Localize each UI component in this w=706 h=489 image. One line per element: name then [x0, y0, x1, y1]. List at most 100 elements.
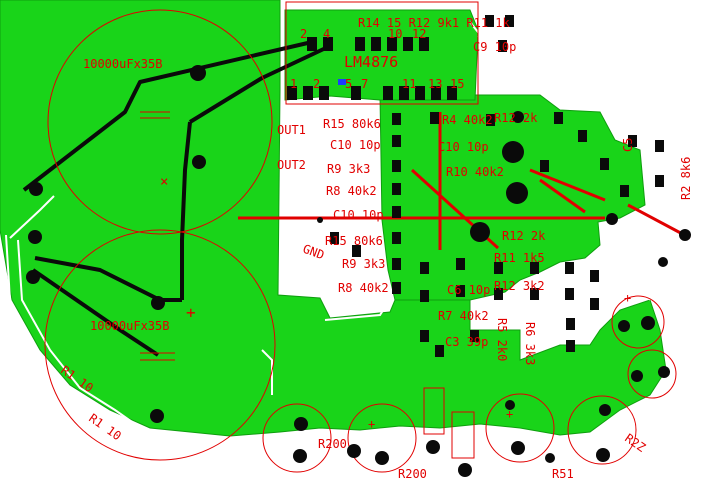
ic-pin[interactable] — [419, 37, 429, 51]
ic-pin[interactable] — [323, 37, 333, 51]
smd-pad[interactable] — [505, 15, 514, 27]
ic-pin[interactable] — [399, 86, 409, 100]
pad[interactable] — [511, 441, 525, 455]
smd-pad[interactable] — [530, 288, 539, 300]
smd-pad[interactable] — [566, 340, 575, 352]
smd-pad[interactable] — [420, 262, 429, 274]
r10-label: R10 40k2 — [446, 165, 504, 179]
pad[interactable] — [294, 417, 308, 431]
smd-pad[interactable] — [565, 288, 574, 300]
smd-pad[interactable] — [590, 298, 599, 310]
smd-pad[interactable] — [494, 288, 503, 300]
smd-pad[interactable] — [554, 112, 563, 124]
pad[interactable] — [293, 449, 307, 463]
pad[interactable] — [458, 463, 472, 477]
pad[interactable] — [545, 453, 555, 463]
ic-pin-bottom-4: 7 — [361, 77, 368, 91]
ic-pin[interactable] — [371, 37, 381, 51]
ic-pin[interactable] — [319, 86, 329, 100]
cap-outline-1 — [47, 9, 273, 235]
pad[interactable] — [29, 182, 43, 196]
smd-pad[interactable] — [456, 285, 465, 297]
pad[interactable] — [150, 409, 164, 423]
pad[interactable] — [596, 448, 610, 462]
smd-pad[interactable] — [392, 135, 401, 147]
pad[interactable] — [426, 440, 440, 454]
pad[interactable] — [658, 257, 668, 267]
pad[interactable] — [192, 155, 206, 169]
ic-pin[interactable] — [287, 86, 297, 100]
smd-pad[interactable] — [565, 262, 574, 274]
ic-pin[interactable] — [351, 86, 361, 100]
ic-pin[interactable] — [431, 86, 441, 100]
pad[interactable] — [317, 217, 323, 223]
smd-pad[interactable] — [420, 290, 429, 302]
track-e — [31, 268, 160, 357]
r15b-label: R15 80k6 — [325, 234, 383, 248]
pad[interactable] — [658, 366, 670, 378]
ic-pin[interactable] — [447, 86, 457, 100]
r9a-label: R9 3k3 — [327, 162, 370, 176]
pad[interactable] — [28, 230, 42, 244]
pad[interactable] — [599, 404, 611, 416]
pad[interactable] — [505, 400, 515, 410]
smd-pad[interactable] — [392, 113, 401, 125]
smd-pad[interactable] — [655, 175, 664, 187]
smd-pad[interactable] — [530, 262, 539, 274]
pad[interactable] — [506, 182, 528, 204]
smd-pad[interactable] — [494, 262, 503, 274]
ic-pin[interactable] — [355, 37, 365, 51]
pad[interactable] — [26, 270, 40, 284]
c9-label: C9 10p — [473, 40, 516, 54]
cap-outline-2 — [44, 229, 276, 461]
smd-pad[interactable] — [590, 270, 599, 282]
pad[interactable] — [375, 451, 389, 465]
pad[interactable] — [641, 316, 655, 330]
pad[interactable] — [618, 320, 630, 332]
ic-pin[interactable] — [303, 86, 313, 100]
pad[interactable] — [190, 65, 206, 81]
pad[interactable] — [347, 444, 361, 458]
smd-pad[interactable] — [566, 318, 575, 330]
ic-pin[interactable] — [415, 86, 425, 100]
ic-name-label: LM4876 — [344, 53, 398, 71]
smd-pad[interactable] — [430, 112, 439, 124]
ic-pin[interactable] — [403, 37, 413, 51]
pad[interactable] — [502, 141, 524, 163]
smd-pad[interactable] — [420, 330, 429, 342]
smd-pad[interactable] — [392, 232, 401, 244]
ic-pin[interactable] — [387, 37, 397, 51]
smd-pad[interactable] — [470, 330, 479, 342]
smd-pad[interactable] — [540, 160, 549, 172]
smd-pad[interactable] — [435, 345, 444, 357]
smd-pad[interactable] — [498, 40, 507, 52]
smd-pad[interactable] — [352, 245, 361, 257]
smd-pad[interactable] — [628, 135, 637, 147]
c10-label-2: C10 10p — [438, 140, 489, 154]
smd-pad[interactable] — [486, 114, 495, 126]
pad[interactable] — [679, 229, 691, 241]
pad[interactable] — [631, 370, 643, 382]
smd-pad[interactable] — [456, 258, 465, 270]
smd-pad[interactable] — [600, 158, 609, 170]
pad[interactable] — [512, 111, 524, 123]
smd-pad[interactable] — [330, 232, 339, 244]
smd-pad[interactable] — [578, 130, 587, 142]
smd-pads — [330, 15, 664, 357]
smd-pad[interactable] — [392, 258, 401, 270]
smd-pad[interactable] — [392, 160, 401, 172]
smd-pad[interactable] — [392, 183, 401, 195]
track-d — [34, 256, 161, 302]
smd-pad[interactable] — [392, 206, 401, 218]
pad[interactable] — [606, 213, 618, 225]
ic-pin[interactable] — [307, 37, 317, 51]
smd-pad[interactable] — [620, 185, 629, 197]
pad[interactable] — [470, 222, 490, 242]
smd-pad[interactable] — [655, 140, 664, 152]
pad[interactable] — [151, 296, 165, 310]
smd-pad[interactable] — [485, 15, 494, 27]
smd-pad[interactable] — [392, 282, 401, 294]
power-tracks — [22, 40, 331, 357]
ic-pin[interactable] — [383, 86, 393, 100]
